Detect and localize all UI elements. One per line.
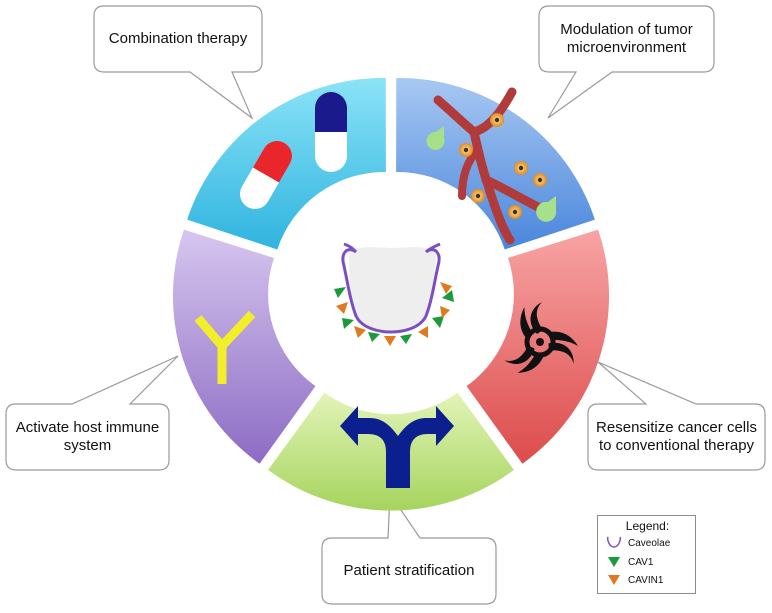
center-caveolae-icon — [334, 242, 454, 346]
callout-resens-line1: Resensitize cancer cells — [596, 419, 757, 436]
antibody-icon — [194, 310, 256, 384]
callout-combination-therapy: Combination therapy — [94, 6, 262, 72]
callout-tme-line1: Modulation of tumor — [560, 21, 693, 38]
legend-label-caveolae: Caveolae — [628, 537, 671, 549]
orange-triangle-icon — [608, 575, 620, 585]
callout-immune-bubble — [5, 355, 179, 471]
callout-combination-label: Combination therapy — [108, 30, 248, 47]
segment-resensitize — [466, 229, 610, 464]
split-arrow-icon — [340, 406, 454, 488]
callout-activate-immune: Activate host immune system — [6, 404, 169, 470]
legend-item-caveolae: Caveolae — [606, 535, 670, 551]
legend-label-cav1: CAV1 — [628, 556, 654, 568]
callout-resensitize: Resensitize cancer cells to conventional… — [588, 404, 765, 470]
cav1-markers — [334, 287, 454, 344]
green-triangle-icon — [608, 557, 620, 567]
legend-item-cav1: CAV1 — [606, 554, 653, 570]
segment-immune-system — [172, 229, 316, 464]
callout-immune-line1: Activate host immune — [15, 419, 160, 436]
red-capsule-icon — [240, 140, 292, 210]
callout-combination-bubble — [93, 5, 263, 120]
legend-title: Legend: — [625, 519, 670, 533]
callout-stratification-label: Patient stratification — [343, 562, 475, 579]
legend: Legend: Caveolae CAV1 CAVIN1 — [597, 515, 696, 594]
callout-tme-line2: microenvironment — [566, 39, 687, 56]
callout-resensitize-bubble — [587, 361, 766, 471]
cavin1-markers — [336, 282, 452, 346]
caveolae-icon — [607, 536, 621, 548]
callout-tumor-microenvironment: Modulation of tumor microenvironment — [539, 6, 714, 72]
callout-tme-bubble — [538, 5, 715, 119]
legend-label-cavin1: CAVIN1 — [628, 574, 664, 586]
biohazard-icon — [504, 302, 578, 373]
navy-capsule-icon — [315, 92, 347, 172]
legend-item-cavin1: CAVIN1 — [606, 572, 663, 588]
blood-vessel-icon — [426, 87, 557, 245]
callout-immune-line2: system — [63, 437, 112, 454]
immune-cell-icons — [459, 113, 547, 219]
callout-patient-stratification: Patient stratification — [322, 538, 496, 604]
callout-stratification-bubble — [321, 492, 497, 605]
capsule-icons — [240, 92, 347, 210]
callout-resens-line2: to conventional therapy — [598, 437, 755, 454]
